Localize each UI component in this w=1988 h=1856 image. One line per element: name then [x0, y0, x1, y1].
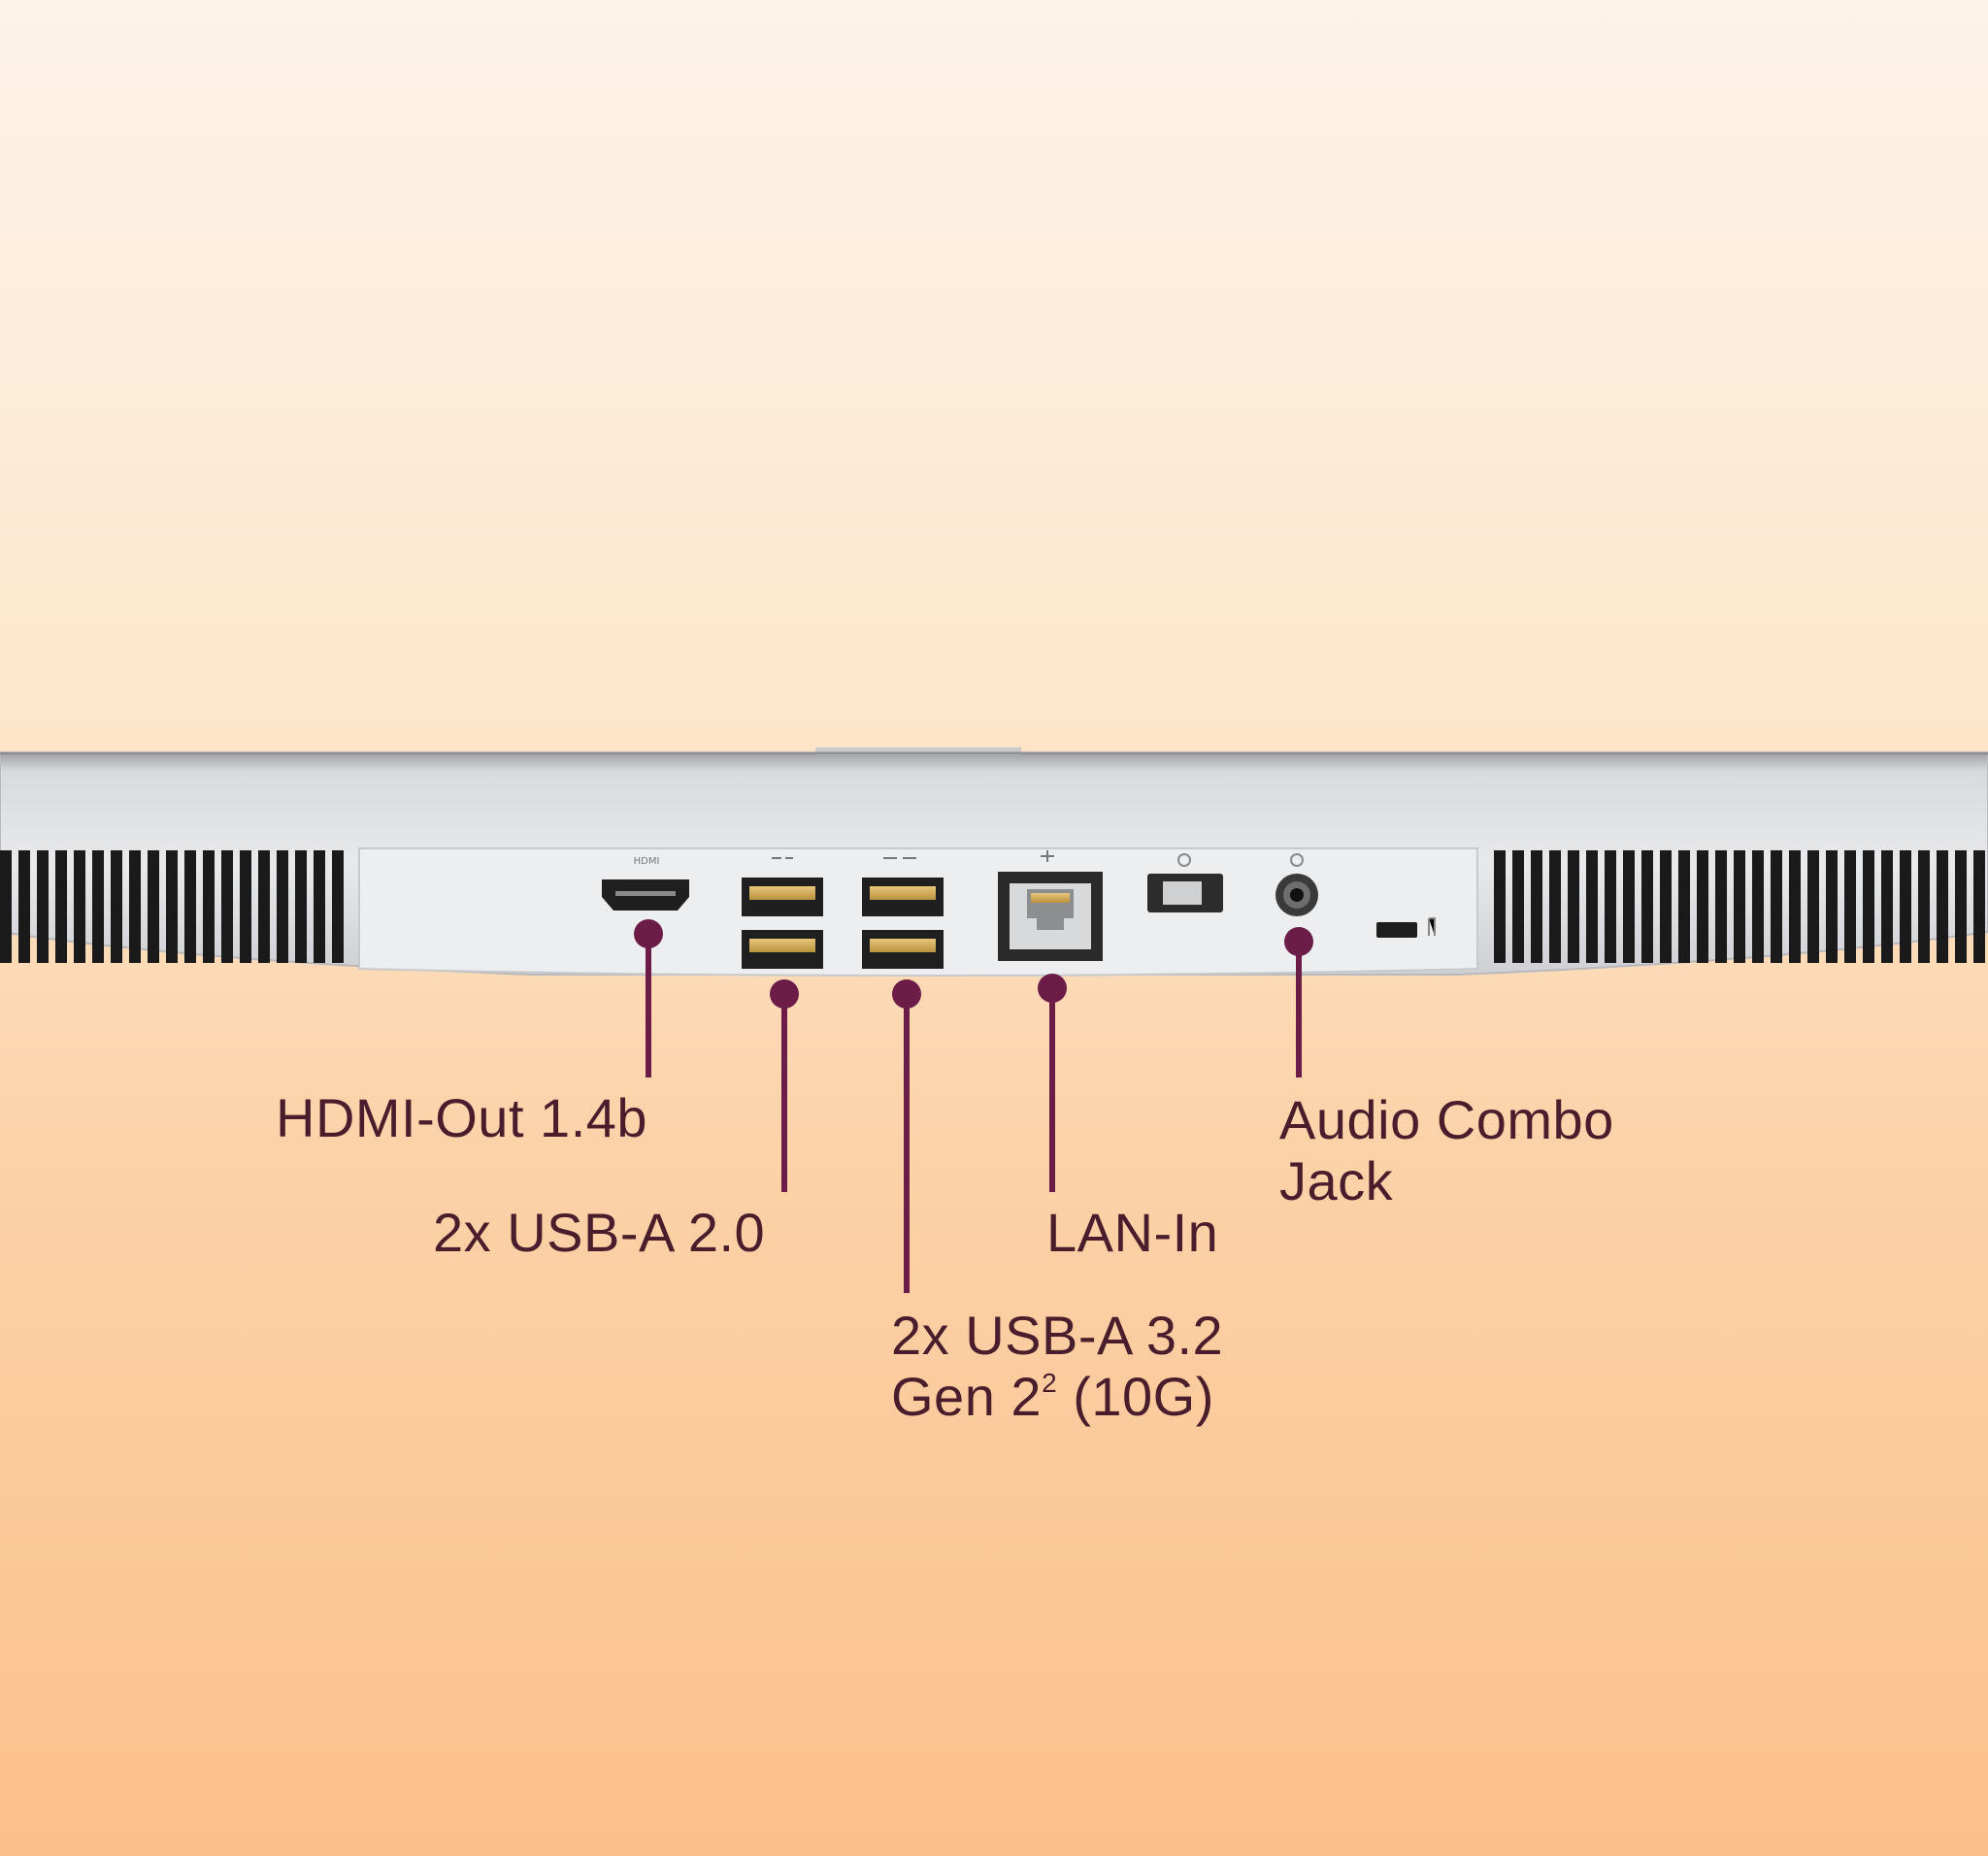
audio-jack: [1276, 853, 1318, 916]
usb2-label-text: 2x USB-A 2.0: [433, 1202, 766, 1263]
usb32-line2-suffix: (10G): [1057, 1366, 1214, 1427]
usb32-callout-dot: [892, 979, 921, 1009]
audio-label-line2: Jack: [1279, 1150, 1394, 1211]
svg-text:HDMI: HDMI: [634, 856, 660, 867]
usb-a-3-2-ports: [862, 857, 944, 969]
lan-callout-label: LAN-In: [1046, 1202, 1218, 1263]
callout-lines: [634, 919, 1313, 1293]
hdmi-port: HDMI: [602, 856, 689, 911]
usb32-label-line1: 2x USB-A 3.2: [891, 1305, 1224, 1366]
left-vent-grille: [0, 850, 346, 963]
lan-callout-dot: [1038, 974, 1067, 1003]
usb32-label-line2: Gen 22 (10G): [891, 1366, 1223, 1427]
slide-switch: [1147, 853, 1223, 912]
audio-callout-dot: [1284, 927, 1313, 956]
security-lock-slot: [1376, 917, 1436, 938]
usb2-callout-label: 2x USB-A 2.0: [433, 1202, 765, 1263]
usb32-callout-label: 2x USB-A 3.2 Gen 22 (10G): [891, 1305, 1223, 1427]
hdmi-callout-label: HDMI-Out 1.4b: [276, 1087, 647, 1148]
top-tab: [815, 747, 1021, 755]
audio-callout-label: Audio Combo Jack: [1279, 1089, 1614, 1211]
lan-port: [998, 850, 1103, 961]
hdmi-label-text: HDMI-Out 1.4b: [276, 1087, 648, 1148]
hdmi-callout-dot: [634, 919, 663, 948]
usb32-line2-prefix: Gen 2: [891, 1366, 1043, 1427]
right-vent-grille: [1493, 850, 1988, 963]
lan-label-text: LAN-In: [1046, 1202, 1219, 1263]
usb-a-2-ports: [742, 857, 823, 969]
usb32-footnote-sup: 2: [1042, 1368, 1058, 1399]
usb2-callout-dot: [770, 979, 799, 1009]
audio-label-line1: Audio Combo: [1279, 1089, 1614, 1150]
